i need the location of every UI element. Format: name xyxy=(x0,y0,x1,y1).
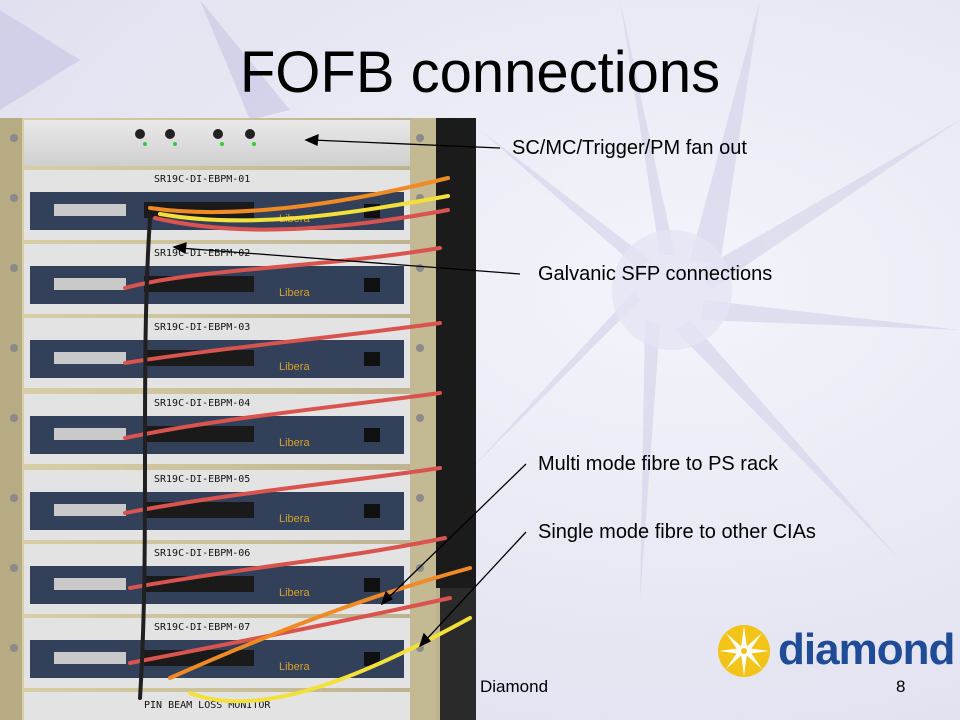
rack-label-4: SR19C-DI-EBPM-04 xyxy=(154,398,250,409)
brand-label-3: Libera xyxy=(279,361,310,373)
brand-label-6: Libera xyxy=(279,587,310,599)
brand-label-7: Libera xyxy=(279,661,310,673)
rack-label-2: SR19C-DI-EBPM-02 xyxy=(154,248,250,259)
rack-label-5: SR19C-DI-EBPM-05 xyxy=(154,474,250,485)
footer-text: Diamond xyxy=(480,677,549,696)
logo-text: diamond xyxy=(778,625,955,674)
page-number: 8 xyxy=(896,677,906,696)
slide-title: FOFB connections xyxy=(239,40,721,105)
brand-label-2: Libera xyxy=(279,287,310,299)
sun-icon xyxy=(718,625,770,677)
rack-photo: SR19C-DI-EBPM-01 Libera SR19C-DI-EBPM-02… xyxy=(0,118,476,720)
rack-label-7: SR19C-DI-EBPM-07 xyxy=(154,622,250,633)
callout-fanout: SC/MC/Trigger/PM fan out xyxy=(512,137,747,159)
rack-label-1: SR19C-DI-EBPM-01 xyxy=(154,174,250,185)
rack-label-bottom: PIN BEAM LOSS MONITOR xyxy=(144,700,271,711)
callout-galvanic: Galvanic SFP connections xyxy=(538,263,773,285)
rack-label-6: SR19C-DI-EBPM-06 xyxy=(154,548,250,559)
brand-label-4: Libera xyxy=(279,437,310,449)
rack-label-3: SR19C-DI-EBPM-03 xyxy=(154,322,250,333)
diamond-logo: diamond xyxy=(714,618,955,684)
callout-multi-mode: Multi mode fibre to PS rack xyxy=(538,453,779,475)
callout-single-mode: Single mode fibre to other CIAs xyxy=(538,521,816,543)
brand-label-5: Libera xyxy=(279,513,310,525)
